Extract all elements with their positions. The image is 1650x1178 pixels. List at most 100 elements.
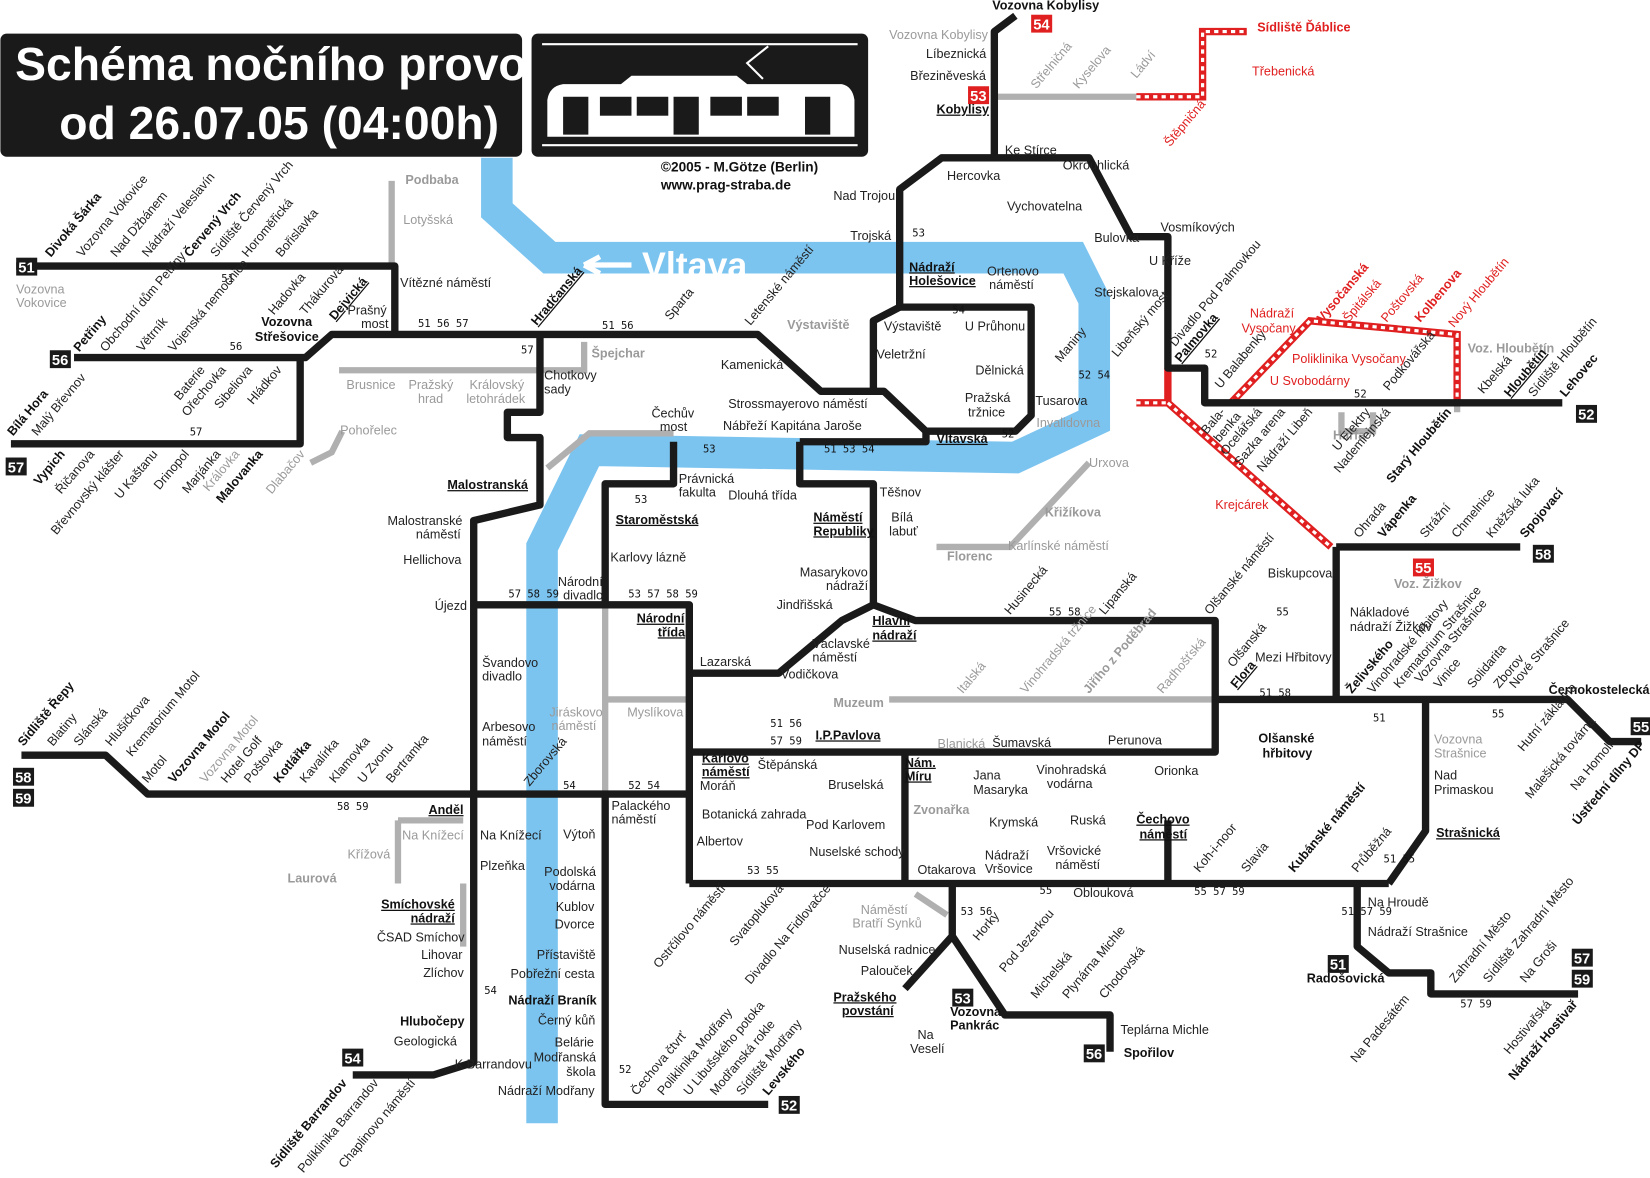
stop-label: Okrouhlická [1063,158,1131,172]
stop-label: Otakarova [918,863,977,877]
stop-label: Chotkovy [544,369,597,383]
stop-label: fakulta [679,485,717,499]
line-number-badge: 51 [16,257,38,276]
stop-label: Malostranské [387,514,462,528]
stop-label: Nádraží [985,848,1030,862]
stop-label: Zlíchov [423,966,464,980]
badge-number: 52 [1578,408,1594,424]
stop-label: Republiky [813,524,873,538]
stop-label: Míru [905,769,932,783]
stop-label: U Svobodárny [1270,374,1351,388]
stop-label: Hellichova [403,553,462,567]
stop-label: Výstaviště [787,318,849,332]
stop-label: Holešovice [909,274,976,288]
stop-label: Palouček [861,964,914,978]
stop-label: Jana [973,768,1001,782]
stop-label: Strážní [1417,500,1454,540]
badge-number: 56 [52,353,68,369]
line-number-badge: 52 [778,1095,800,1115]
route-number-label: 53 [635,494,648,506]
stop-label: vodárna [549,879,596,893]
route-number-label: 53 57 58 59 [628,588,698,600]
stop-label: třída [658,625,686,639]
night-tram-lines [10,12,1642,1109]
stop-label: Muzeum [833,696,883,710]
line-number-badge: 54 [342,1048,364,1067]
stop-label: Pod Karlovem [806,818,885,832]
stop-label: Zvonařka [913,803,970,817]
stop-label: Dlouhá třída [728,489,798,503]
line-number-badge: 54 [1031,14,1053,33]
stop-label: Motol [139,753,170,786]
route-number-label: 53 55 [747,865,779,877]
stop-label: Vozovna [261,315,313,329]
stop-label: divadlo [482,670,522,684]
stop-label: Nad Trojou [833,189,895,203]
badge-number: 59 [15,792,31,808]
stop-label: Voz. Žižkov [1394,576,1462,591]
stop-label: Moráň [700,779,736,793]
stop-label: Dlabačov [263,447,308,497]
route-number-label: 55 58 [1049,606,1081,618]
stop-label: Vysočany [1242,321,1297,335]
route-number-label: 51 58 [1259,687,1291,699]
title-line-2: od 26.07.05 (04:00h) [59,97,499,149]
route-number-label: 51 56 [770,718,802,730]
stop-label: divadlo [563,589,603,603]
stop-label: Plzeňka [480,859,526,873]
stop-label: Vosmíkových [1161,220,1235,234]
stop-label: nádraží [872,628,917,642]
stop-label: Královský [469,378,524,392]
stop-label: Pankrác [950,1019,999,1033]
stop-label: Laurová [288,871,338,885]
badge-number: 53 [954,991,970,1007]
line-number-badge: 58 [1532,544,1554,564]
stop-label: Vodičkova [781,667,839,681]
stop-label: náměstí [812,651,857,665]
credit-url: www.prag-straba.de [660,177,791,192]
river-label: Vltava [642,246,748,286]
stop-label: náměstí [1055,858,1100,872]
stop-label: Jiráskovo [549,705,602,719]
route-number-label: 57 59 [1460,999,1492,1011]
stop-label: povstání [842,1004,894,1018]
stop-label: nádraží Žižkov [1350,619,1433,634]
stop-label: Lipanská [1096,569,1140,617]
stop-label: Italská [954,658,989,696]
stop-label: sady [544,382,571,396]
route-number-label: 53 56 [961,906,993,918]
line-number-badge: 51 [1327,955,1349,974]
badge-number: 58 [1535,548,1551,564]
route-number-label: 52 [1205,349,1218,361]
route-number-label: 57 59 [770,736,802,748]
stop-label: Krymská [989,816,1039,830]
stop-label: hrad [418,392,443,406]
stop-label: Na Knížecí [402,828,464,842]
route-number-label: 54 [563,780,576,792]
stop-label: Nábřeží Kapitána Jaroše [723,419,862,433]
line-number-badge: 56 [1083,1044,1105,1063]
title-panel: Schéma nočního provozu od 26.07.05 (04:0… [0,33,578,157]
stop-label: Albertov [697,835,744,849]
stop-label: Sparta [662,285,697,323]
stop-label: U Balabenky [1212,327,1269,391]
route-number-label: 53 [703,443,716,455]
route-number-label: 57 [521,344,534,356]
stop-label: Radošovická [1307,971,1386,985]
stop-label: Vokovice [16,296,66,310]
stop-label: Pražského [833,990,896,1004]
stop-label: Perunova [1108,734,1163,748]
stop-label: Lihovar [421,948,462,962]
stop-label: Bratří Synků [852,917,921,931]
stop-label: Výtoň [563,827,595,841]
stop-label: Těšnov [880,485,922,499]
line-number-badge: 57 [1571,948,1593,967]
stop-label: Veletržní [877,348,927,362]
route-number-label: 54 [952,304,965,316]
route-number-label: 52 54 [1078,370,1110,382]
stop-label: Na Padesátém [1348,992,1412,1065]
stop-label: Olšanské náměstí [1202,531,1278,618]
stop-label: Pražská [965,391,1012,405]
stop-label: Nuselské schody [809,845,905,859]
route-number-label: 51 53 54 [824,443,875,455]
